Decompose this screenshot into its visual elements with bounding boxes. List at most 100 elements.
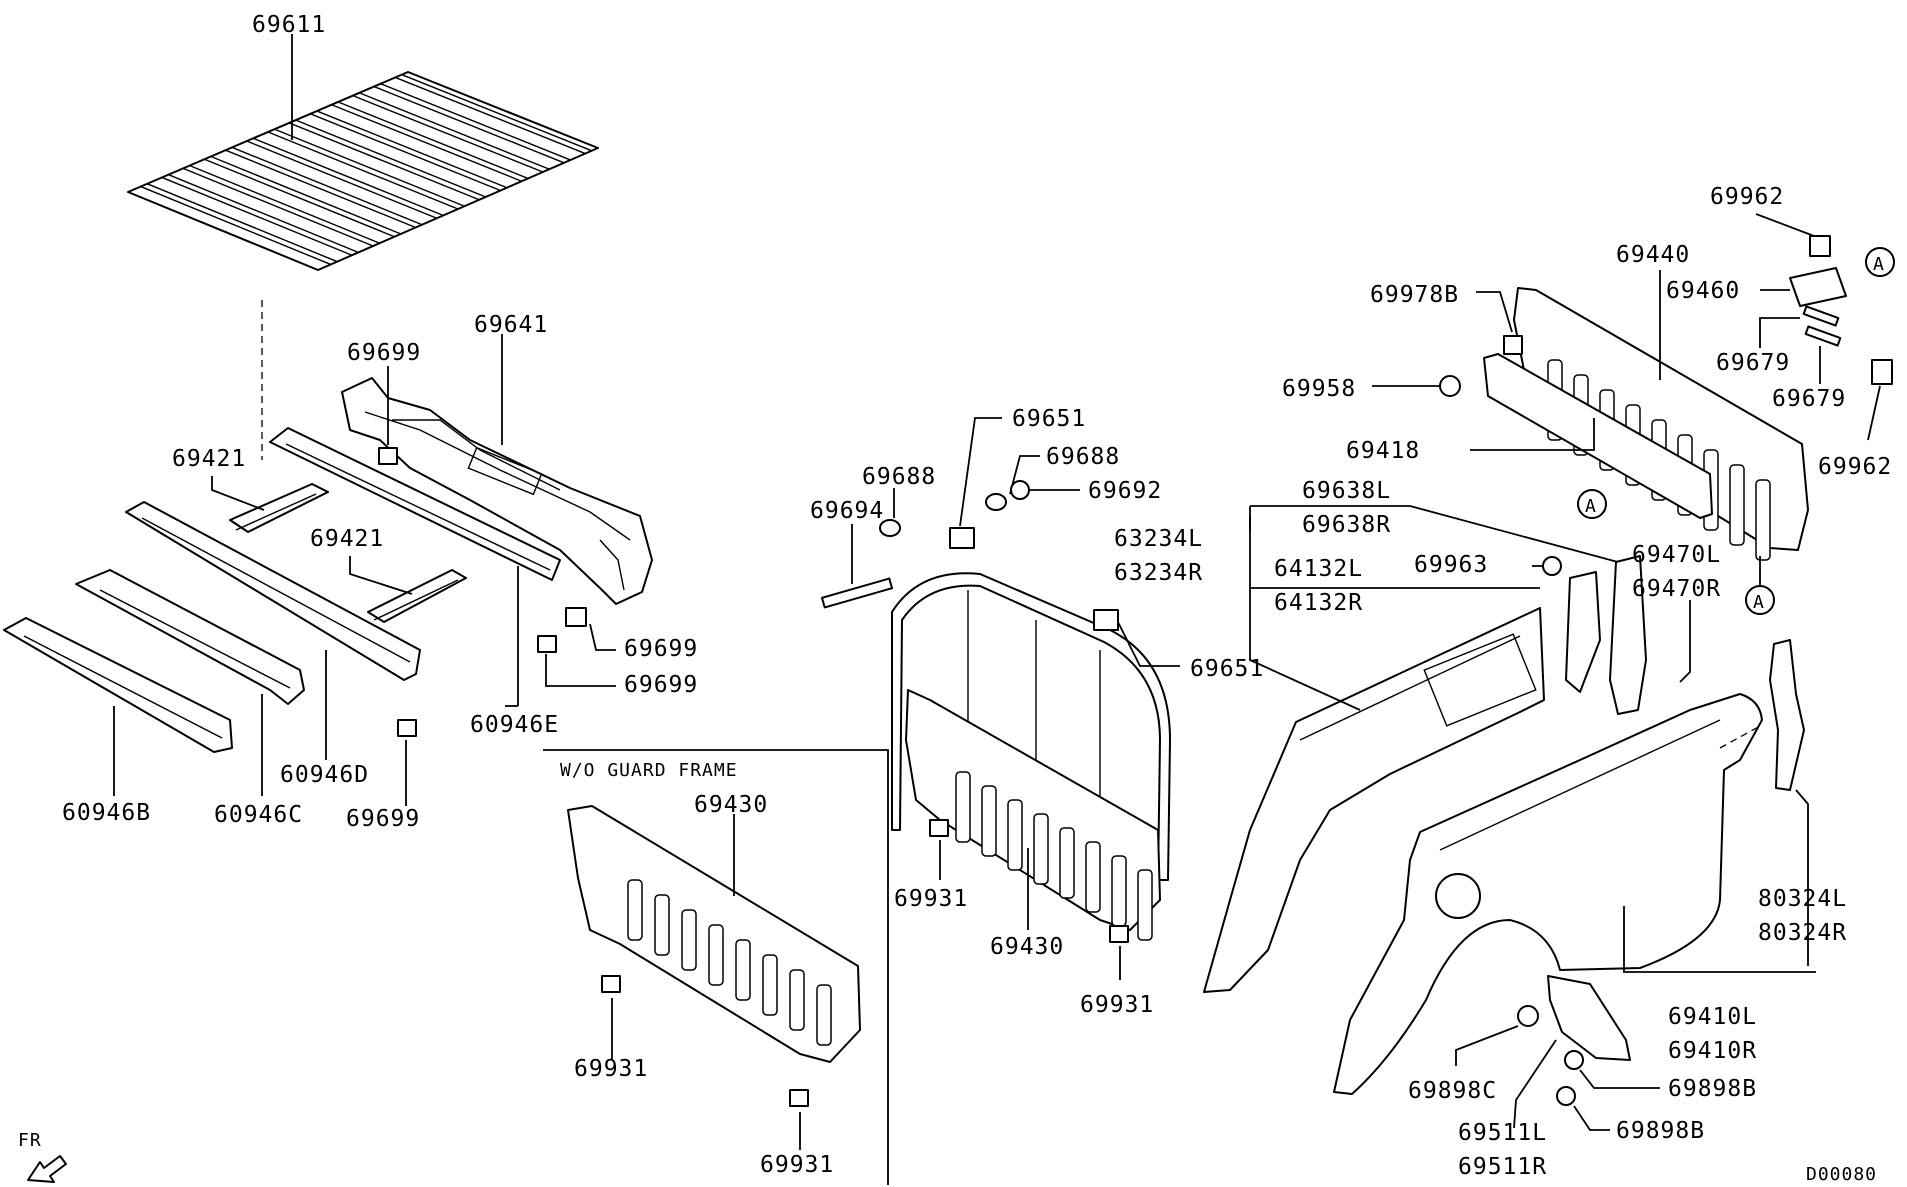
drawing-code: D00080 <box>1806 1164 1877 1185</box>
pillar-69470 <box>1609 555 1647 715</box>
side-rail-d <box>125 501 421 681</box>
label-69931-a: 69931 <box>574 1056 648 1082</box>
side-rail-e <box>269 427 561 581</box>
clip-69651-b <box>1093 609 1119 631</box>
floor-rib <box>352 94 544 173</box>
floor-rib <box>310 113 501 192</box>
bolt-69931-b <box>789 1089 809 1107</box>
label-80324L: 80324L <box>1758 886 1847 912</box>
floor-rib <box>246 140 438 219</box>
label-60946D: 60946D <box>280 762 369 788</box>
label-64132R: 64132R <box>1274 590 1363 616</box>
bracket-69963 <box>1542 556 1562 576</box>
label-69694: 69694 <box>810 498 884 524</box>
panel-rib <box>1111 855 1127 927</box>
panel-rib <box>681 909 697 971</box>
floor-rib <box>316 110 507 189</box>
label-69978B: 69978B <box>1370 282 1459 308</box>
floor-rib <box>161 176 353 256</box>
floor-rib <box>395 76 586 155</box>
label-69898C: 69898C <box>1408 1078 1497 1104</box>
label-80324R: 80324R <box>1758 920 1847 946</box>
label-69963: 69963 <box>1414 552 1488 578</box>
inner-panel-69418 <box>1483 353 1713 519</box>
label-69692: 69692 <box>1088 478 1162 504</box>
panel-rib <box>1755 479 1771 561</box>
label-69638L: 69638L <box>1302 478 1391 504</box>
label-69898B-a: 69898B <box>1668 1076 1757 1102</box>
label-69638R: 69638R <box>1302 512 1391 538</box>
panel-rib <box>654 894 670 956</box>
bolt-69958 <box>1439 375 1461 397</box>
label-69688-a: 69688 <box>862 464 936 490</box>
screw-69898B-b <box>1556 1086 1576 1106</box>
label-69611: 69611 <box>252 12 326 38</box>
bolt-69694 <box>820 577 894 609</box>
label-69410R: 69410R <box>1668 1038 1757 1064</box>
hinge-69460 <box>1789 267 1847 307</box>
label-69898B-b: 69898B <box>1616 1118 1705 1144</box>
floor-rib <box>273 128 465 207</box>
bolt-69699-a <box>378 447 398 465</box>
floor-rib <box>210 155 401 235</box>
bolt-69931-a <box>601 975 621 993</box>
bolt-69962-b <box>1871 359 1893 385</box>
guard-frame <box>891 572 1171 881</box>
callout-a-label-2: A <box>1753 592 1765 613</box>
floor-rib <box>401 73 592 152</box>
label-69699-d: 69699 <box>346 806 420 832</box>
tailgate-panel-no-guard <box>567 805 861 1063</box>
washer-69688-a <box>879 519 901 537</box>
floor-rib <box>267 131 459 210</box>
callout-a-label-1: A <box>1585 496 1597 517</box>
panel-rib <box>955 771 971 843</box>
label-69931-d: 69931 <box>1080 992 1154 1018</box>
label-63234R: 63234R <box>1114 560 1203 586</box>
floor-rib <box>231 146 422 226</box>
panel-rib <box>1085 841 1101 913</box>
floor-rib <box>140 185 331 266</box>
label-69440: 69440 <box>1616 242 1690 268</box>
label-69962-a: 69962 <box>1710 184 1784 210</box>
callout-a-label-3: A <box>1873 254 1885 275</box>
front-direction-arrow-icon <box>27 1155 67 1183</box>
screw-69898C <box>1517 1005 1539 1027</box>
floor-rib <box>167 173 359 253</box>
label-wo-guard-frame: W/O GUARD FRAME <box>560 760 738 781</box>
label-69962-b: 69962 <box>1818 454 1892 480</box>
side-rail-c <box>75 569 305 705</box>
label-front: FR <box>18 1130 42 1151</box>
floor-rib <box>225 149 416 229</box>
label-69430-a: 69430 <box>694 792 768 818</box>
floor-rib <box>146 182 337 263</box>
panel-rib <box>1059 827 1075 899</box>
pin-69679-b <box>1804 325 1842 347</box>
label-69688-b: 69688 <box>1046 444 1120 470</box>
floor-rib <box>204 158 395 238</box>
panel-rib <box>708 924 724 986</box>
panel-rib <box>981 785 997 857</box>
label-69651-a: 69651 <box>1012 406 1086 432</box>
bracket-lower <box>367 569 467 623</box>
floor-rib <box>288 122 480 201</box>
floor-rib <box>294 119 486 198</box>
bolt-69699-d <box>397 719 417 737</box>
label-63234L: 63234L <box>1114 526 1203 552</box>
label-69421-b: 69421 <box>310 526 384 552</box>
panel-rib <box>1137 869 1153 941</box>
floor-rib <box>373 85 565 164</box>
bolt-69699-b <box>565 607 587 627</box>
label-69699-b: 69699 <box>624 636 698 662</box>
cross-member-assembly <box>341 377 653 605</box>
label-60946B: 60946B <box>62 800 151 826</box>
callout-a-1 <box>1577 489 1607 519</box>
label-69679-a: 69679 <box>1716 350 1790 376</box>
bolt-69931-c <box>929 819 949 837</box>
pillar-64132 <box>1565 571 1601 693</box>
floor-rib <box>182 167 374 247</box>
outer-side-panel <box>1333 693 1763 1095</box>
label-69641: 69641 <box>474 312 548 338</box>
panel-rib <box>816 984 832 1046</box>
panel-rib <box>735 939 751 1001</box>
screw-69898B-a <box>1564 1050 1584 1070</box>
